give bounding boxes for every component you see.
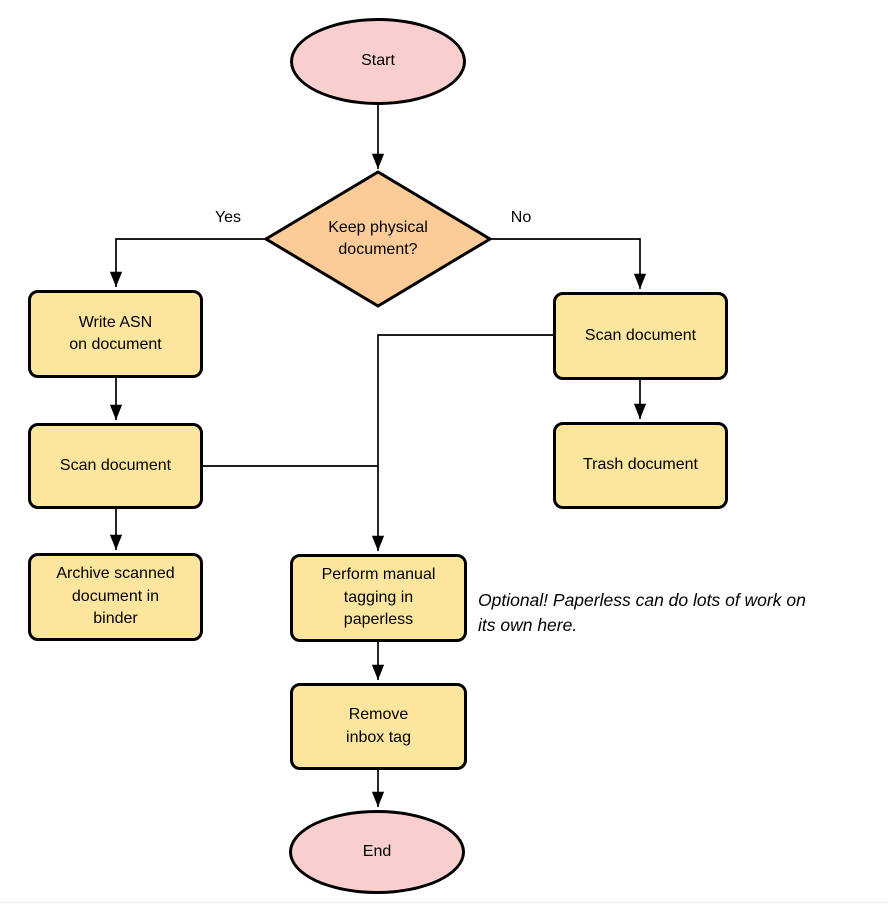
node-remove-inbox-tag: Remove inbox tag — [290, 683, 467, 770]
decision-diamond-shape — [263, 170, 493, 308]
node-perform-manual-tagging: Perform manual tagging in paperless — [290, 554, 467, 642]
page-bottom-edge-line — [0, 902, 888, 903]
node-archive-scanned-document: Archive scanned document in binder — [28, 553, 203, 641]
node-end: End — [289, 810, 465, 894]
annotation-optional-note: Optional! Paperless can do lots of work … — [478, 590, 806, 636]
edge-decision-no-to-scan-right — [490, 238, 647, 289]
node-write-asn-on-document: Write ASN on document — [28, 290, 203, 378]
node-scan-document-discard: Scan document — [553, 292, 728, 380]
edge-decision-yes-to-write-asn — [109, 238, 266, 287]
node-trash-document: Trash document — [553, 422, 728, 509]
edge-scan-right-to-perform-tagging — [371, 334, 553, 551]
node-scan-document-keep: Scan document — [28, 423, 203, 509]
edge-label-yes: Yes — [214, 209, 242, 226]
node-start: Start — [290, 18, 466, 105]
edge-label-no: No — [510, 209, 532, 226]
